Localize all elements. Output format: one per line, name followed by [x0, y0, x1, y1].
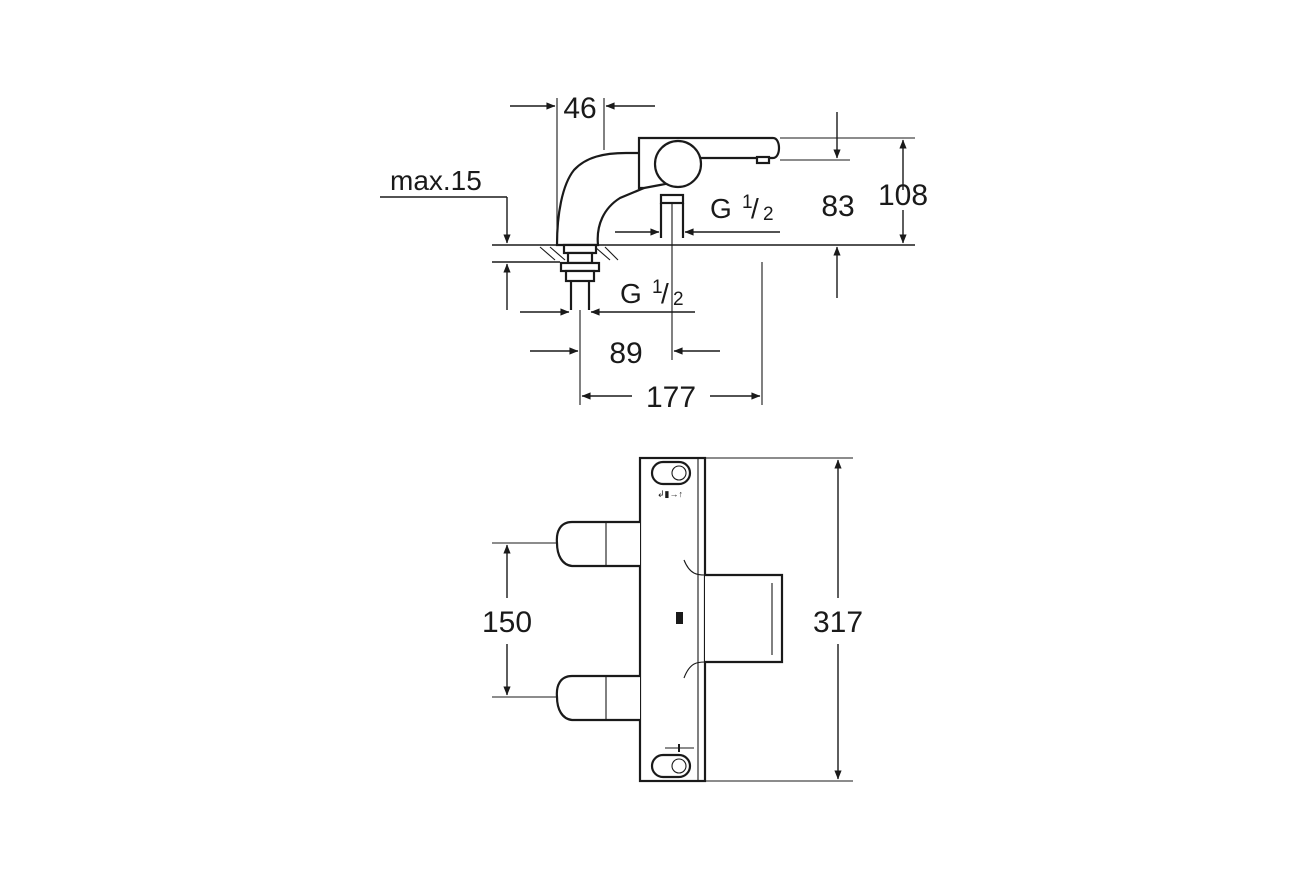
dim-max15-label: max.15	[390, 165, 482, 196]
dim-46-label: 46	[563, 92, 596, 125]
dim-108-label: 108	[878, 179, 928, 212]
dim-83-label: 83	[821, 190, 854, 223]
spout-curve-top	[683, 559, 706, 576]
center-marker	[676, 612, 683, 624]
mixer-body	[638, 456, 707, 783]
dim-150-label: 150	[482, 606, 532, 639]
spout-front	[705, 573, 784, 664]
handle-knob	[653, 139, 703, 189]
bottom-end-cap-circle	[671, 758, 687, 774]
mount-nut-bottom	[559, 261, 601, 273]
inlet-upper	[555, 520, 640, 568]
dim-177-label: 177	[646, 381, 696, 414]
dim-317-label: 317	[813, 606, 863, 639]
dim-89-label: 89	[609, 337, 642, 370]
inlet-lower	[555, 674, 640, 722]
side-view: 46 max.15 83 108 G 1 / 2 G 1 / 2	[380, 92, 928, 414]
deck-hatch	[539, 246, 619, 261]
spout-curve-bottom	[683, 661, 706, 679]
mount-nut-hex	[564, 269, 596, 283]
mount-nut-top	[562, 243, 598, 255]
spout-tip	[755, 155, 771, 165]
mount-washer	[566, 251, 594, 265]
outlet-nozzle	[659, 193, 685, 205]
top-end-cap	[650, 460, 692, 486]
valve-body	[555, 151, 646, 247]
bottom-end-cap	[650, 753, 692, 779]
temperature-mark-top: ↲▮→↑	[657, 489, 683, 499]
thread-inlet-label: G 1 / 2	[620, 277, 684, 310]
front-view: ↲▮→↑ 150 317	[482, 456, 863, 783]
thread-outlet-label: G 1 / 2	[710, 192, 774, 225]
top-end-cap-circle	[671, 465, 687, 481]
